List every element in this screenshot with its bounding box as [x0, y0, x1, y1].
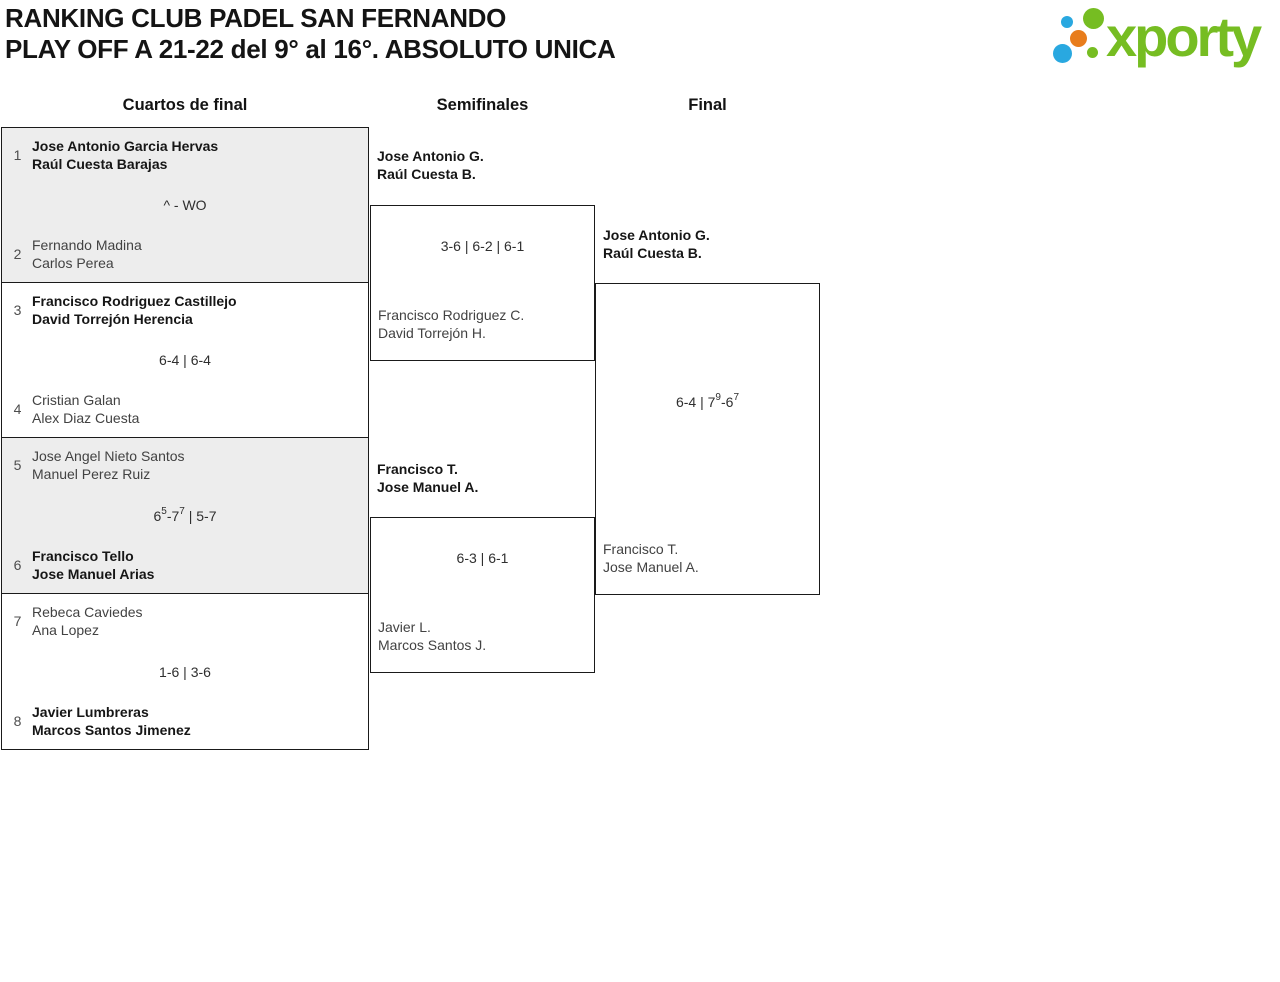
- team-row: 8 Javier Lumbreras Marcos Santos Jimenez: [10, 703, 191, 739]
- seed-number: 5: [13, 457, 22, 473]
- seed-number: 4: [13, 401, 22, 417]
- logo-dot-icon: [1083, 8, 1104, 29]
- seed-number: 2: [13, 246, 22, 262]
- logo-wordmark: xporty: [1106, 5, 1262, 68]
- logo-dot-icon: [1070, 30, 1087, 47]
- team-row: 2 Fernando Madina Carlos Perea: [10, 236, 142, 272]
- player-name: Alex Diaz Cuesta: [32, 410, 140, 426]
- match-qf-2[interactable]: 3 Francisco Rodriguez Castillejo David T…: [1, 282, 369, 438]
- seed-number: 8: [13, 713, 22, 729]
- team-row: Javier L. Marcos Santos J.: [378, 618, 486, 654]
- team-row: 4 Cristian Galan Alex Diaz Cuesta: [10, 391, 140, 427]
- player-name: Francisco T.: [377, 461, 458, 477]
- player-name: Manuel Perez Ruiz: [32, 466, 151, 482]
- match-score: 3-6 | 6-2 | 6-1: [440, 238, 525, 254]
- match-score: 65-77 | 5-7: [153, 505, 217, 524]
- logo-dot-icon: [1061, 16, 1073, 28]
- seed-number: 3: [13, 302, 22, 318]
- player-name: David Torrejón H.: [378, 325, 486, 341]
- match-score: 6-4 | 79-67: [675, 392, 739, 410]
- match-qf-4[interactable]: 7 Rebeca Caviedes Ana Lopez 1-6 | 3-6 8 …: [1, 593, 369, 750]
- advancing-team-label: Jose Antonio G. Raúl Cuesta B.: [377, 147, 484, 183]
- player-name: Fernando Madina: [32, 237, 142, 253]
- team-row: 3 Francisco Rodriguez Castillejo David T…: [10, 292, 237, 328]
- match-score: 6-4 | 6-4: [159, 352, 211, 368]
- logo-dot-icon: [1087, 47, 1098, 58]
- logo-dot-icon: [1053, 44, 1072, 63]
- player-name: Jose Antonio G.: [603, 227, 710, 243]
- round-header-cuartos-de-final: Cuartos de final: [122, 96, 248, 114]
- match-score: ^ - WO: [163, 197, 207, 213]
- advancing-team-label: Francisco T. Jose Manuel A.: [377, 460, 478, 496]
- player-name: Raúl Cuesta B.: [603, 245, 702, 261]
- seed-number: 6: [13, 557, 22, 573]
- player-name: Francisco Tello: [32, 548, 134, 564]
- xporty-logo[interactable]: xporty: [1050, 4, 1276, 76]
- match-score: 6-3 | 6-1: [456, 550, 509, 566]
- player-name: Ana Lopez: [32, 622, 99, 638]
- match-qf-1[interactable]: 1 Jose Antonio Garcia Hervas Raúl Cuesta…: [1, 127, 369, 283]
- player-name: Jose Antonio Garcia Hervas: [32, 138, 219, 154]
- page-title: RANKING CLUB PADEL SAN FERNANDO: [5, 3, 507, 33]
- round-header-final: Final: [688, 96, 727, 114]
- player-name: Javier Lumbreras: [32, 704, 149, 720]
- player-name: Marcos Santos Jimenez: [32, 722, 191, 738]
- player-name: Francisco Rodriguez C.: [378, 307, 525, 323]
- player-name: Jose Manuel A.: [603, 559, 699, 575]
- player-name: Francisco T.: [603, 541, 679, 557]
- seed-number: 7: [13, 613, 22, 629]
- player-name: Jose Manuel Arias: [32, 566, 155, 582]
- round-header-semifinales: Semifinales: [436, 96, 529, 114]
- match-qf-3[interactable]: 5 Jose Angel Nieto Santos Manuel Perez R…: [1, 437, 369, 594]
- page-subtitle: PLAY OFF A 21-22 del 9° al 16°. ABSOLUTO…: [5, 34, 616, 64]
- match-sf-2[interactable]: 6-3 | 6-1 Javier L. Marcos Santos J.: [370, 517, 595, 673]
- seed-number: 1: [13, 147, 22, 163]
- player-name: Jose Antonio G.: [377, 148, 484, 164]
- player-name: Raúl Cuesta Barajas: [32, 156, 168, 172]
- player-name: Marcos Santos J.: [378, 637, 487, 653]
- match-score: 1-6 | 3-6: [159, 663, 211, 680]
- player-name: Javier L.: [378, 619, 431, 635]
- match-final[interactable]: 6-4 | 79-67 Francisco T. Jose Manuel A.: [595, 283, 820, 595]
- team-row: 7 Rebeca Caviedes Ana Lopez: [10, 603, 143, 639]
- player-name: Rebeca Caviedes: [32, 604, 143, 620]
- player-name: Francisco Rodriguez Castillejo: [32, 293, 237, 309]
- player-name: Cristian Galan: [32, 392, 121, 408]
- player-name: Jose Manuel A.: [377, 479, 479, 495]
- match-sf-1[interactable]: 3-6 | 6-2 | 6-1 Francisco Rodriguez C. D…: [370, 205, 595, 361]
- player-name: Raúl Cuesta B.: [377, 166, 476, 182]
- team-row: 1 Jose Antonio Garcia Hervas Raúl Cuesta…: [10, 137, 219, 173]
- team-row: 6 Francisco Tello Jose Manuel Arias: [10, 547, 155, 583]
- player-name: Carlos Perea: [32, 255, 114, 271]
- team-row: 5 Jose Angel Nieto Santos Manuel Perez R…: [10, 447, 185, 483]
- player-name: David Torrejón Herencia: [32, 311, 193, 327]
- team-row: Francisco Rodriguez C. David Torrejón H.: [378, 306, 524, 342]
- advancing-team-label: Jose Antonio G. Raúl Cuesta B.: [603, 226, 710, 262]
- player-name: Jose Angel Nieto Santos: [32, 448, 185, 464]
- team-row: Francisco T. Jose Manuel A.: [603, 540, 699, 576]
